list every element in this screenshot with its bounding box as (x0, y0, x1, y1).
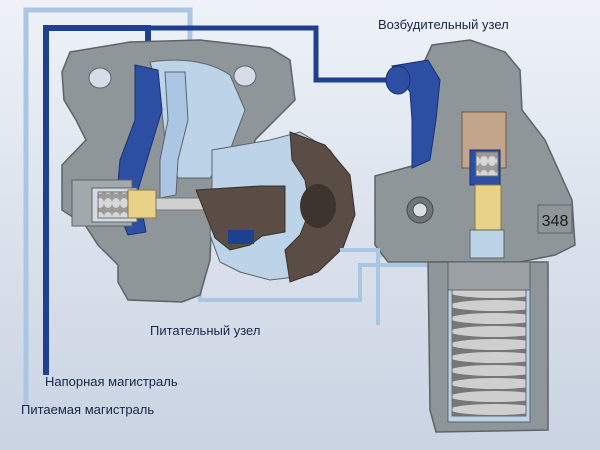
upper-spring (475, 151, 499, 177)
feed-unit-body (61, 39, 296, 303)
number-plate (537, 204, 573, 234)
main-spring (451, 289, 527, 417)
exciter-unit-body: 348 (374, 39, 576, 263)
connector-pipe (340, 248, 380, 258)
pressure-line-pipe (43, 25, 151, 375)
pressure-line-pipe-top (148, 25, 395, 83)
feed-unit-label: Питательный узел (150, 323, 261, 338)
fed-line-label: Питаемая магистраль (21, 402, 155, 417)
pressure-line-label: Напорная магистраль (45, 374, 178, 389)
exciter-unit-label: Возбудительный узел (378, 17, 509, 32)
left-spring (97, 191, 129, 219)
feed-unit-piston (195, 131, 356, 283)
spring-housing (427, 261, 549, 433)
plate-number-text: 348 (542, 213, 569, 230)
